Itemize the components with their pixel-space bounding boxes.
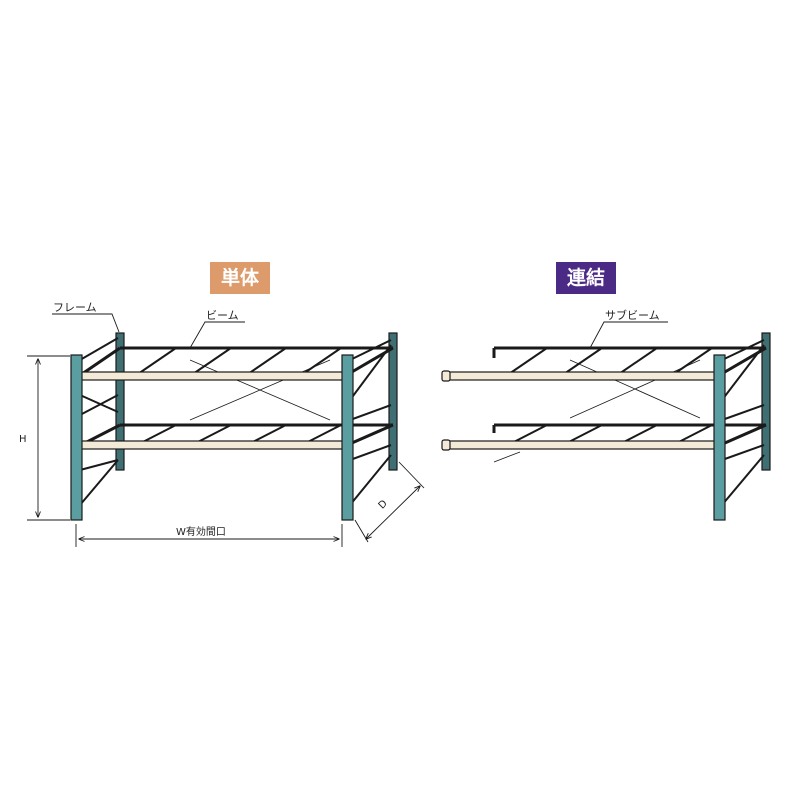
frame-label: フレーム (53, 301, 97, 314)
linked-top-beam-hook (441, 370, 451, 382)
back-brace-b (189, 359, 331, 421)
linked-top-slats (505, 347, 713, 377)
depth-label: D (377, 498, 390, 511)
width-label: W有効間口 (176, 525, 226, 538)
linked-back-upright (761, 332, 771, 471)
frame-leader (52, 313, 120, 333)
left-frame-bracing (79, 337, 119, 506)
linked-bottom-right-rail (717, 423, 767, 448)
single-unit-heading: 単体 (210, 262, 270, 294)
back-right-upright (388, 332, 398, 471)
front-right-upright (341, 354, 354, 521)
linked-rack (441, 332, 771, 521)
single-rack (70, 332, 398, 521)
linked-top-front-beam (445, 371, 719, 381)
top-left-rail (78, 346, 121, 378)
linked-unit-heading: 連結 (556, 262, 616, 294)
back-left-upright (115, 332, 125, 471)
beam-leader (189, 321, 245, 349)
sub-beam-leader (589, 321, 668, 349)
right-frame-bracing (349, 339, 392, 506)
linked-back-brace-b (569, 359, 701, 419)
linked-front-upright (713, 354, 726, 521)
height-dimension (27, 355, 70, 521)
top-front-beam (75, 371, 349, 381)
bottom-front-beam (75, 440, 349, 450)
front-left-upright (70, 354, 83, 521)
depth-dimension (354, 461, 425, 543)
linked-bottom-front-beam (445, 440, 719, 450)
linked-floor-line (493, 451, 521, 463)
single-leaders (52, 313, 245, 349)
width-dimension (75, 524, 343, 547)
linked-bottom-beam-hook (441, 439, 451, 451)
linked-frame-bracing (721, 339, 765, 506)
beam-label: ビーム (206, 309, 239, 322)
sub-beam-label: サブビーム (605, 308, 660, 322)
height-label: H (19, 434, 27, 445)
top-slats (134, 347, 342, 377)
